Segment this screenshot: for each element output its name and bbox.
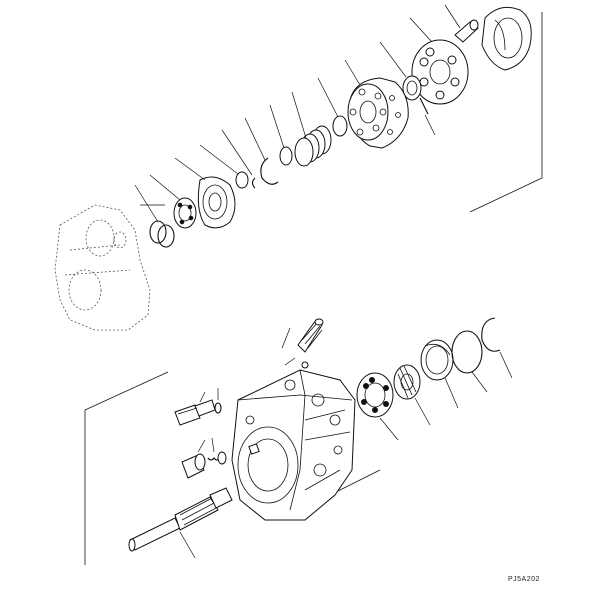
small-pin	[419, 97, 429, 115]
end-cover	[481, 6, 532, 71]
cylinder-block	[347, 77, 409, 149]
spacer-ring	[279, 146, 293, 166]
spring-stack	[294, 125, 332, 167]
small-washer	[301, 361, 309, 369]
roller-bearing-lower	[356, 372, 394, 418]
drawing-code: PJ5A202	[508, 576, 540, 583]
stud-bolt	[297, 318, 324, 353]
swash-plate	[197, 176, 236, 229]
needle-bearing	[393, 364, 421, 400]
o-rings-upper	[149, 220, 175, 248]
small-ring	[235, 171, 249, 189]
valve-plate	[411, 39, 469, 105]
small-bearing	[402, 75, 422, 101]
snap-ring-upper	[260, 157, 279, 185]
drive-shaft	[128, 487, 233, 552]
ghost-housing-upper	[54, 204, 151, 331]
lower-assembly	[84, 317, 513, 565]
clip-ring	[251, 177, 256, 189]
washer	[332, 115, 348, 137]
leader-lines-upper	[134, 4, 461, 223]
o-ring-lower	[451, 330, 483, 374]
lower-frame-line	[84, 371, 169, 565]
plug-o-ring	[214, 402, 222, 414]
bearing-upper	[173, 197, 197, 229]
spring-plug	[181, 451, 227, 479]
seal-ring-lower	[420, 339, 454, 381]
leader-lines-lower	[179, 327, 513, 559]
plug-bolt	[174, 399, 216, 426]
pump-housing	[231, 369, 356, 521]
upper-frame-line	[469, 12, 543, 213]
snap-ring-lower	[481, 317, 501, 352]
pin-part	[454, 19, 479, 43]
upper-assembly	[54, 4, 543, 331]
